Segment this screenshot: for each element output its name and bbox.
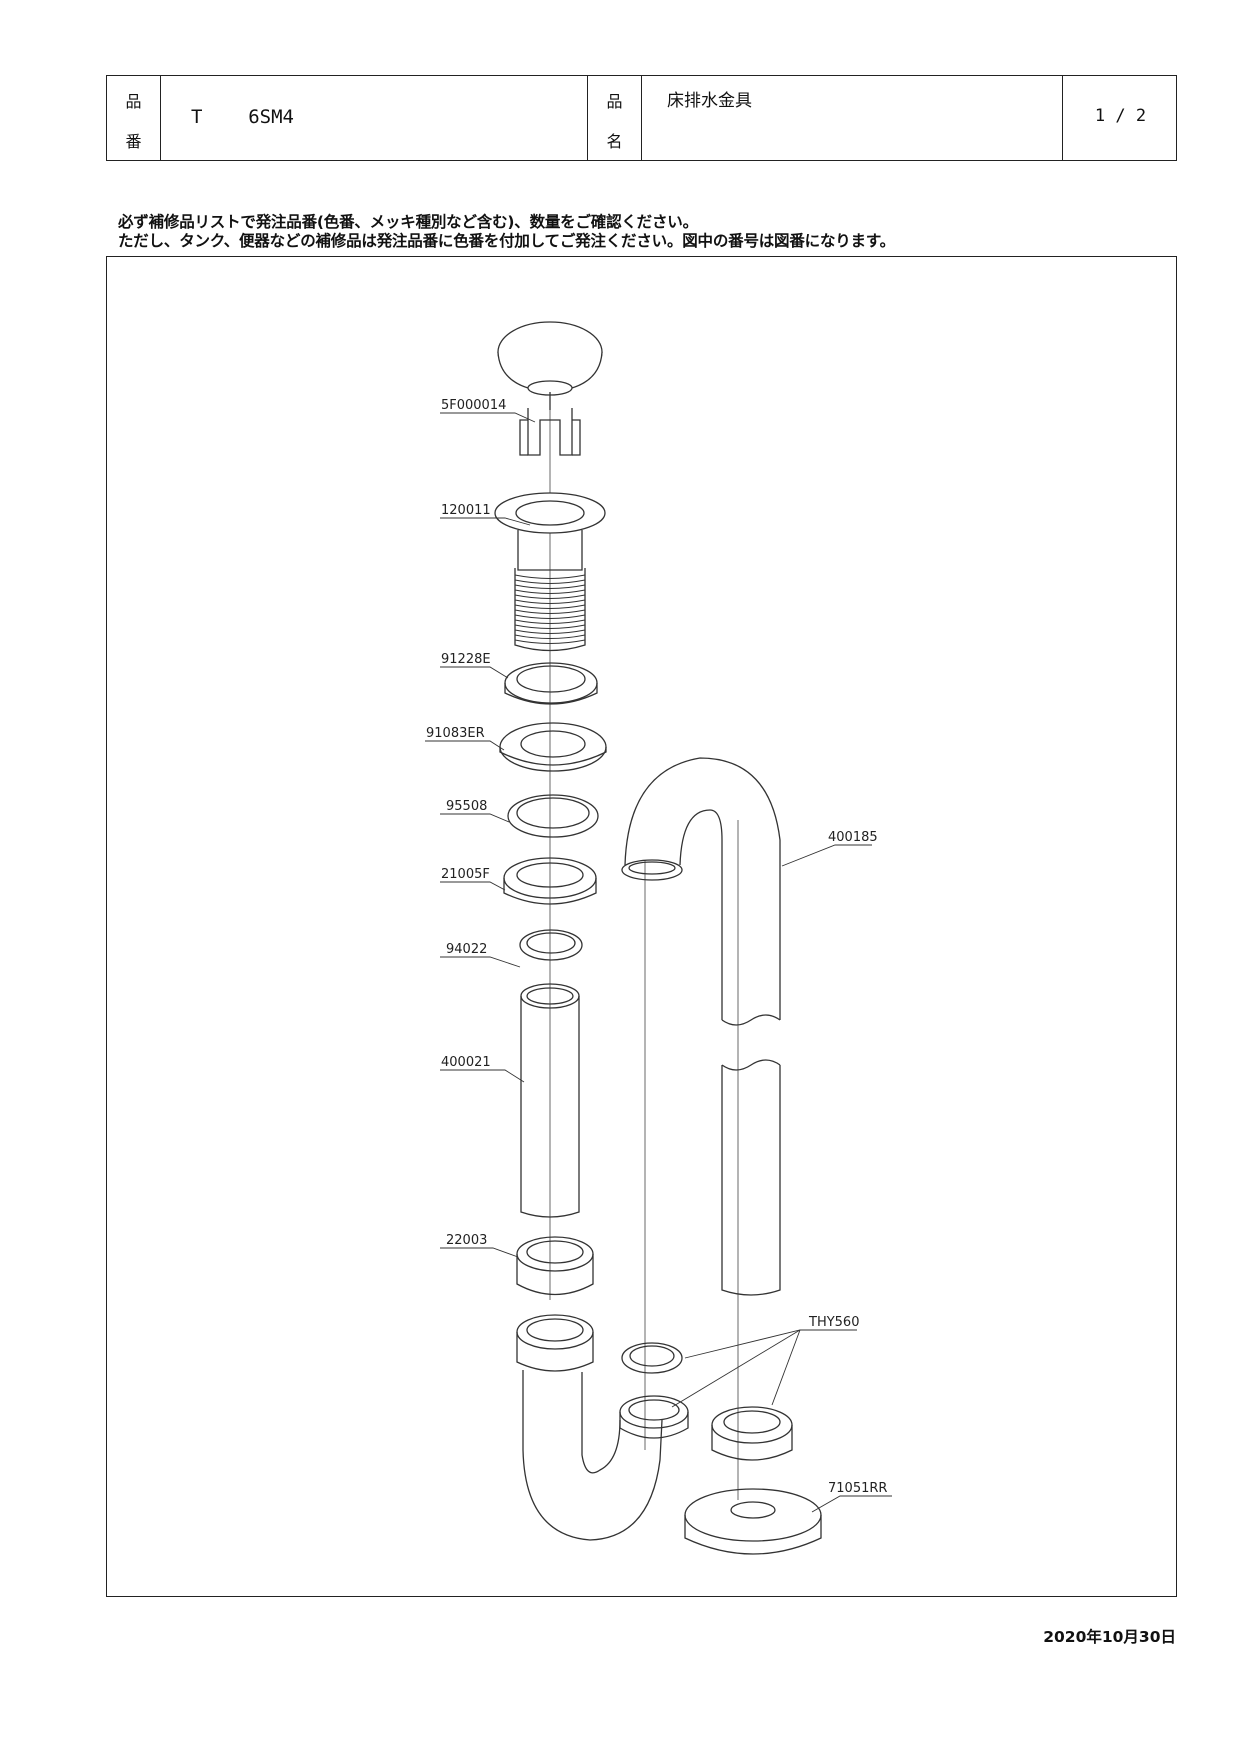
note-line-1: 必ず補修品リストで発注品番(色番、メッキ種別など含む)、数量をご確認ください。	[118, 213, 698, 231]
label-400185: 400185	[828, 830, 878, 845]
leaders	[425, 412, 892, 1513]
label-THY560: THY560	[808, 1315, 859, 1330]
thread-line	[514, 629, 586, 634]
nut-thy560-b	[619, 1395, 689, 1439]
thread-line	[514, 579, 586, 584]
label-120011: 120011	[441, 503, 491, 518]
thread-line	[514, 634, 586, 639]
drawing-frame	[106, 256, 1177, 1597]
label-91228E: 91228E	[441, 652, 491, 667]
page-cell: 1 / 2	[1063, 76, 1178, 160]
tailpiece-pipe	[520, 983, 580, 1218]
thread-line	[514, 604, 586, 609]
product-name: 床排水金具	[667, 91, 752, 111]
issue-date: 2020年10月30日	[1043, 1628, 1176, 1646]
thread-line	[514, 639, 586, 644]
thread-line	[514, 574, 586, 579]
page-number: 1 / 2	[1094, 106, 1147, 126]
nut-21005F	[503, 857, 597, 905]
thread-line	[514, 624, 586, 629]
label-94022: 94022	[446, 942, 487, 957]
washer-94022	[519, 929, 583, 961]
code-label-bottom: 番	[125, 132, 142, 151]
label-91083ER: 91083ER	[426, 726, 485, 741]
part-labels: 5F000014 120011 91228E 91083ER 95508 210…	[426, 398, 887, 1496]
ring-91083ER	[499, 722, 607, 772]
label-21005F: 21005F	[441, 867, 490, 882]
name-label-top: 品	[606, 92, 623, 111]
escutcheon-71051RR	[684, 1488, 822, 1555]
thread-line	[514, 614, 586, 619]
name-label-bottom: 名	[606, 132, 623, 151]
j-bend-pipe	[621, 757, 781, 1296]
code-cell: T 6SM4	[161, 76, 588, 160]
name-label-cell: 品 名	[588, 76, 642, 160]
ring-91228E	[504, 662, 598, 705]
product-code: T 6SM4	[191, 106, 294, 128]
code-label-top: 品	[125, 92, 142, 111]
drain-cap-part	[497, 321, 603, 456]
p-trap	[516, 1314, 663, 1541]
nut-thy560-c	[711, 1406, 793, 1461]
label-5F000014: 5F000014	[441, 398, 506, 413]
thread-line	[514, 619, 586, 624]
code-label-cell: 品 番	[107, 76, 161, 160]
note-line-2: ただし、タンク、便器などの補修品は発注品番に色番を付加してご発注ください。図中の…	[118, 232, 895, 250]
slip-nut-22003	[516, 1236, 594, 1296]
header-table: 品 番 T 6SM4 品 名 床排水金具 1 / 2	[106, 75, 1177, 161]
thread-line	[514, 584, 586, 589]
thread-line	[514, 609, 586, 614]
thread-line	[514, 589, 586, 594]
thread-line	[514, 594, 586, 599]
notes: 必ず補修品リストで発注品番(色番、メッキ種別など含む)、数量をご確認ください。 …	[118, 213, 895, 251]
thread-line	[514, 599, 586, 604]
ring-thy560-a	[621, 1342, 683, 1374]
label-22003: 22003	[446, 1233, 487, 1248]
ring-95508	[507, 794, 599, 838]
name-cell: 床排水金具	[642, 76, 1063, 160]
label-400021: 400021	[441, 1055, 491, 1070]
label-95508: 95508	[446, 799, 487, 814]
label-71051RR: 71051RR	[828, 1481, 887, 1496]
